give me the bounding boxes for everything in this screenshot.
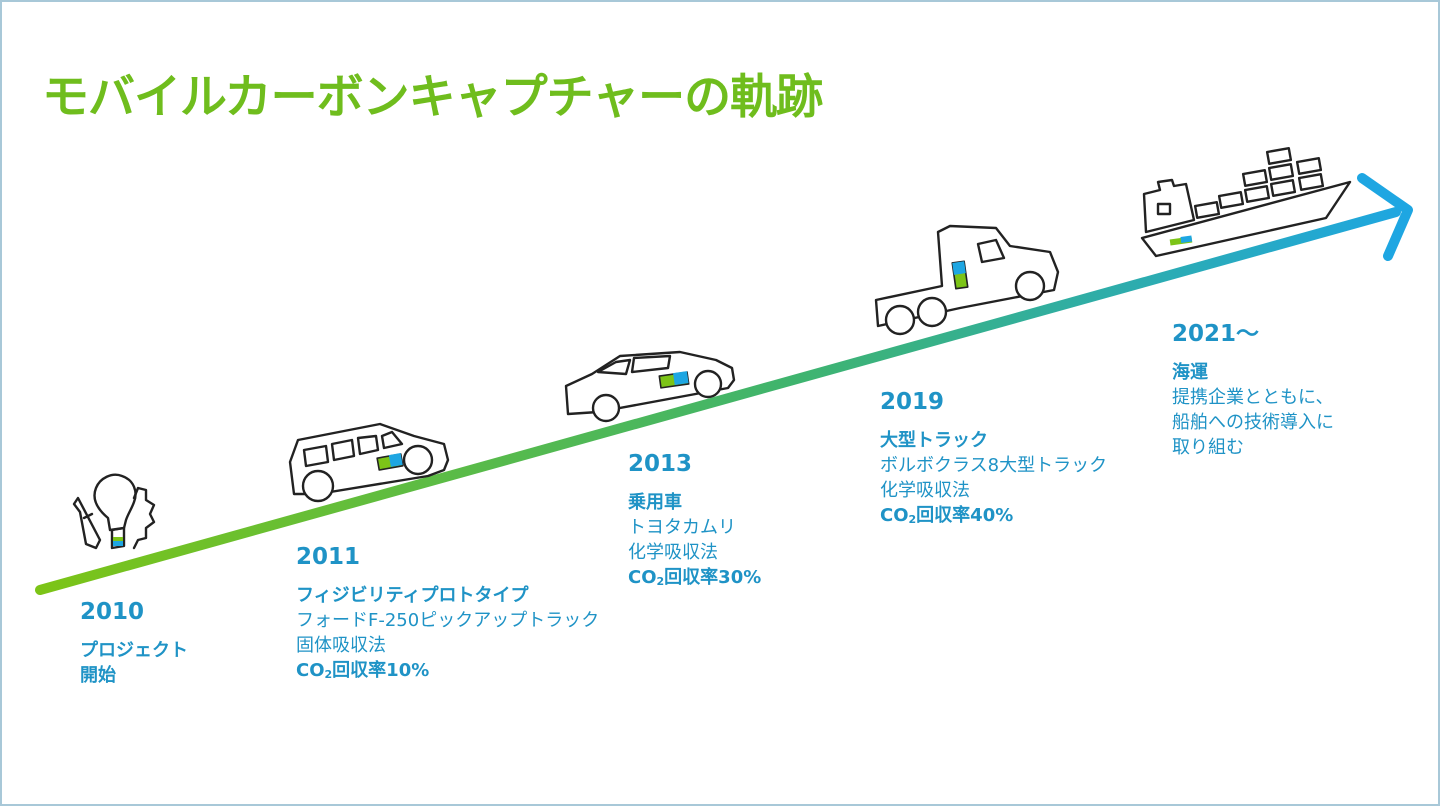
milestone-2010: 2010 プロジェクト 開始 [80,598,188,688]
milestone-line: 取り組む [1172,437,1244,458]
co2-rate: CO2回収率30% [628,565,761,594]
milestone-line: 化学吸収法 [880,480,970,501]
co2-prefix: CO [880,505,909,526]
container-ship-icon [1140,146,1352,258]
milestone-heading: 海運 [1172,362,1208,383]
co2-subscript: 2 [908,513,917,526]
co2-subscript: 2 [324,668,333,681]
page-title: モバイルカーボンキャプチャーの軌跡 [42,70,823,125]
co2-suffix: 回収率30% [664,567,762,588]
milestone-heading: 乗用車 [628,492,682,513]
co2-rate: CO2回収率10% [296,658,599,687]
milestone-year: 2010 [80,599,145,625]
milestone-heading: プロジェクト [80,640,188,661]
lightbulb-gear-icon [72,473,156,550]
co2-prefix: CO [296,660,325,681]
milestone-year: 2019 [880,389,945,415]
suv-icon [288,422,450,503]
co2-suffix: 回収率10% [332,660,430,681]
truck-icon [874,224,1060,336]
milestone-year: 2011 [296,544,361,570]
milestone-2021: 2021～ 海運 提携企業とともに、 船舶への技術導入に 取り組む [1172,320,1334,460]
milestone-2013: 2013 乗用車 トヨタカムリ 化学吸収法 CO2回収率30% [628,450,761,594]
timeline-arrow [35,173,1413,595]
co2-rate: CO2回収率40% [880,503,1107,532]
milestone-line: フォードF-250ピックアップトラック [296,610,600,631]
co2-suffix: 回収率40% [916,505,1014,526]
sedan-icon [564,350,736,423]
milestone-2011: 2011 フィジビリティプロトタイプ フォードF-250ピックアップトラック 固… [296,543,599,687]
milestone-heading: 大型トラック [880,430,988,451]
milestone-line: 化学吸収法 [628,542,718,563]
milestone-line: 船舶への技術導入に [1172,412,1334,433]
milestone-line: トヨタカムリ [628,517,736,538]
co2-subscript: 2 [656,575,665,588]
co2-prefix: CO [628,567,657,588]
milestone-heading: フィジビリティプロトタイプ [296,585,529,606]
milestone-year: 2013 [628,451,693,477]
milestone-line: ボルボクラス8大型トラック [880,455,1108,476]
milestone-year: 2021～ [1172,321,1260,347]
milestone-line: 固体吸収法 [296,635,386,656]
milestone-2019: 2019 大型トラック ボルボクラス8大型トラック 化学吸収法 CO2回収率40… [880,388,1107,532]
milestone-line: 開始 [80,665,116,686]
milestone-line: 提携企業とともに、 [1172,387,1334,408]
